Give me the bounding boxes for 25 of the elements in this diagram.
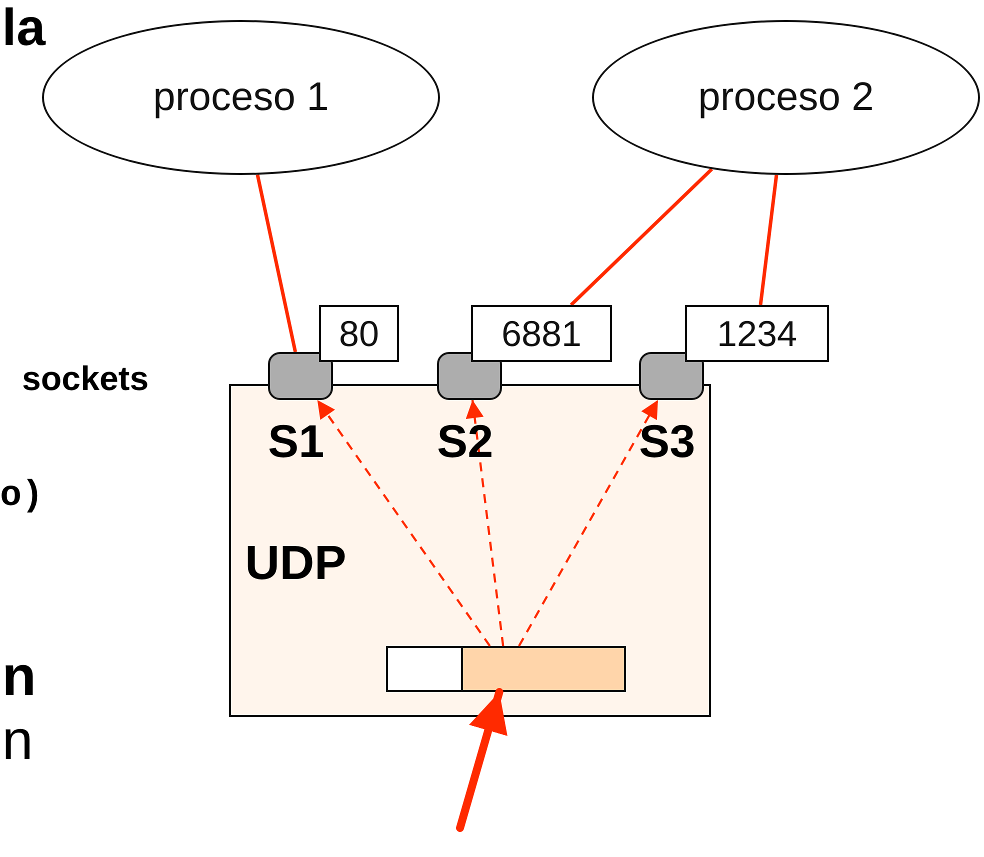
process-label: proceso 1: [153, 75, 329, 120]
connector-line: [758, 174, 778, 306]
dashed-arrow: [518, 399, 659, 647]
arrow: [456, 688, 508, 832]
socket-block: [268, 352, 333, 400]
socket-block: [639, 352, 704, 400]
text-label: S1: [268, 418, 324, 464]
connector-line: [256, 174, 298, 352]
dashed-arrow: [316, 399, 491, 647]
text-label: S2: [437, 418, 494, 464]
text-label: o): [0, 478, 44, 514]
port-number: 6881: [471, 305, 612, 362]
process-label: proceso 2: [698, 75, 874, 120]
packet-bar: [386, 646, 626, 692]
text-label: sockets: [22, 362, 149, 396]
text-label: la: [2, 2, 46, 54]
text-label: S3: [639, 418, 696, 464]
port-number: 1234: [685, 305, 829, 362]
port-number: 80: [319, 305, 399, 362]
protocol-box: [229, 384, 711, 717]
text-label: n: [2, 712, 34, 768]
connector-line: [570, 168, 714, 306]
protocol-label: UDP: [245, 536, 346, 591]
dashed-arrow: [466, 400, 504, 646]
text-label: n: [2, 648, 36, 704]
